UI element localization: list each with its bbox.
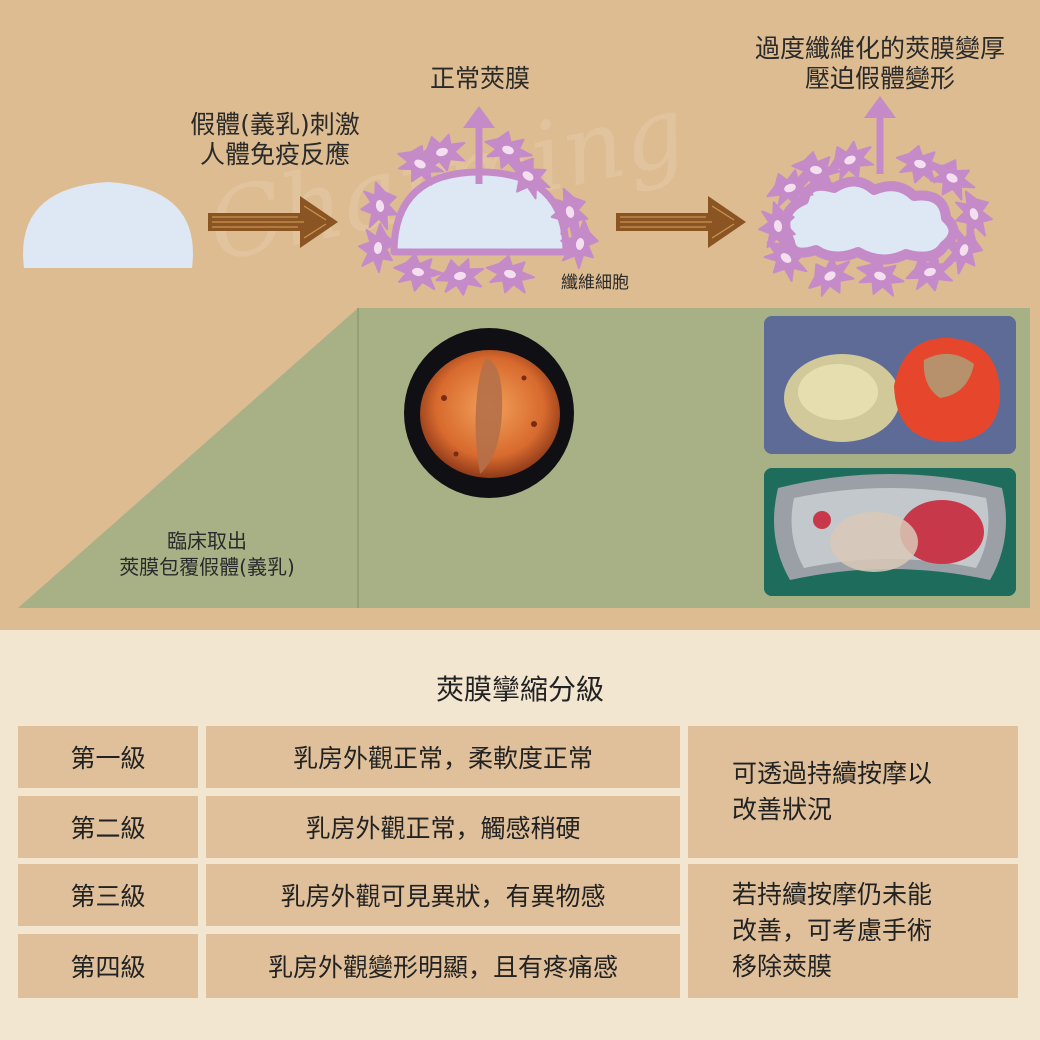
description-cell: 乳房外觀可見異狀，有異物感 [206,864,680,926]
grade-cell: 第三級 [18,864,198,926]
normal-capsule [355,106,602,300]
thickened-capsule [754,96,1000,306]
note-massage-cell: 可透過持續按摩以 改善狀況 [688,726,1018,858]
clinical-label: 臨床取出 莢膜包覆假體(義乳) [119,529,295,579]
grade-cell: 第二級 [18,796,198,858]
note-surgery-cell: 若持續按摩仍未能 改善，可考慮手術 移除莢膜 [688,864,1018,998]
removed-capsule-tray-photo [764,468,1016,596]
normal-capsule-label: 正常莢膜 [429,64,530,93]
implant-capsule-photo [764,316,1016,454]
description-cell: 乳房外觀變形明顯，且有疼痛感 [206,934,680,998]
table-title: 莢膜攣縮分級 [435,673,604,706]
fibroblast-label: 纖維細胞 [561,273,629,293]
description-cell: 乳房外觀正常，柔軟度正常 [206,726,680,788]
grade-cell: 第四級 [18,934,198,998]
grade-cell: 第一級 [18,726,198,788]
stimulus-label: 假體(義乳)刺激 人體免疫反應 [190,110,360,169]
description-cell: 乳房外觀正常，觸感稍硬 [206,796,680,858]
implant-dome [23,182,193,268]
fibrosis-label: 過度纖維化的莢膜變厚 壓迫假體變形 [754,34,1005,93]
capsule-photo-round [404,328,574,498]
